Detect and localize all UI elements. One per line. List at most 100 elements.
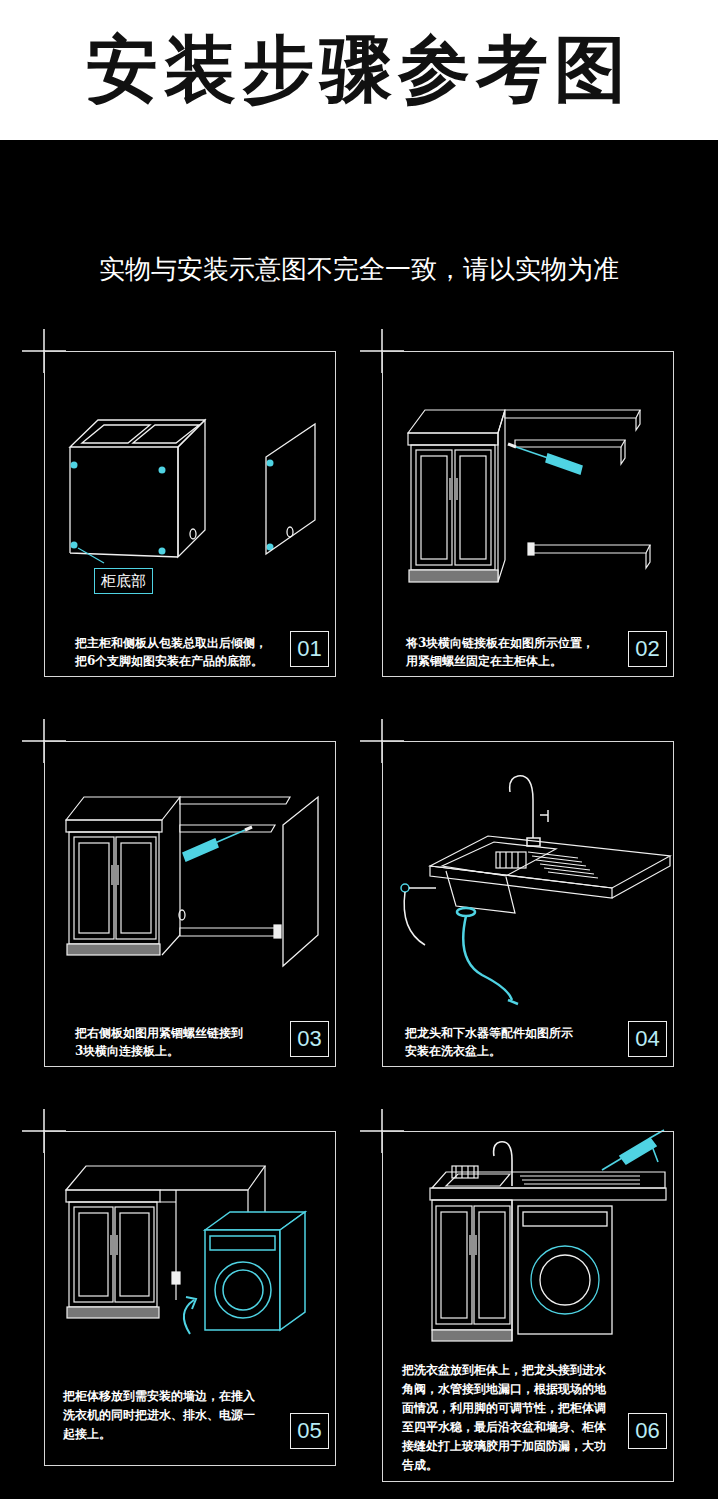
washing-machine (540, 1255, 590, 1305)
cabinet-front-sketch (66, 820, 162, 832)
washing-machine (280, 1212, 305, 1330)
cabinet-front-sketch (411, 445, 495, 570)
cabinet-frame-sketch (66, 1190, 160, 1202)
drain-hose (463, 916, 512, 1000)
connecting-board (646, 545, 650, 568)
cabinet-front-sketch (498, 410, 505, 582)
assembled-unit (474, 1206, 510, 1324)
screwdriver (546, 454, 582, 474)
drain-hose (457, 908, 475, 916)
assembled-unit (441, 1212, 467, 1318)
step-number: 05 (297, 1418, 321, 1444)
step-number: 06 (635, 1418, 659, 1444)
washing-machine (210, 1236, 275, 1250)
cabinet-front-sketch (408, 433, 498, 445)
cabinet-front-sketch (455, 450, 491, 565)
washing-machine (523, 1212, 607, 1226)
step-caption: 把右侧板如图用紧锢螺丝链接到 3块横向连接板上。 (75, 1024, 245, 1060)
foot-point (159, 548, 166, 555)
step-caption: 把柜体移放到需安装的墙边，在推入 洗衣机的同时把进水、排水、电源一 起接上。 (63, 1387, 257, 1444)
cabinet-front-sketch (121, 843, 151, 933)
connecting-board (180, 797, 290, 804)
cabinet-front-sketch (79, 843, 109, 933)
step-number-box: 01 (290, 631, 329, 667)
washing-machine (518, 1206, 612, 1334)
cabinet-front-sketch (460, 456, 486, 559)
washing-machine (223, 1270, 263, 1310)
caulk-gun (602, 1158, 622, 1170)
foot-point (159, 467, 166, 474)
cabinet-sketch (70, 420, 205, 447)
sink-top-sketch (430, 836, 670, 913)
step-number-box: 06 (628, 1413, 667, 1449)
cabinet-front-sketch (408, 410, 505, 582)
crosshair (22, 329, 404, 1153)
screwdriver (183, 827, 252, 861)
inlet-hose (401, 884, 409, 892)
cabinet-front-sketch (74, 837, 114, 939)
connecting-board (528, 543, 534, 555)
cabinet-front-sketch (416, 450, 452, 565)
step-number-box: 02 (628, 631, 667, 667)
assembled-unit (430, 1188, 666, 1200)
screwdriver (508, 444, 516, 447)
screwdriver (516, 447, 548, 458)
step-number-box: 03 (290, 1021, 329, 1057)
assembled-unit (432, 1172, 665, 1188)
cabinet-front-sketch (112, 865, 118, 885)
step-number: 01 (297, 636, 321, 662)
move-arrow (184, 1300, 194, 1334)
side-panel-sketch (179, 910, 185, 920)
cabinet-front-sketch (66, 797, 180, 955)
sink-top-sketch (496, 852, 526, 868)
washing-machine (531, 1246, 599, 1314)
washing-machine (205, 1212, 305, 1330)
caulk-gun (620, 1138, 656, 1164)
cabinet-front-sketch (421, 456, 447, 559)
cabinet-frame-sketch (69, 1202, 157, 1307)
assembled-unit (520, 1176, 640, 1184)
cabinet-front-sketch (408, 410, 505, 433)
assembled-unit (511, 1200, 512, 1341)
move-arrow (186, 1297, 196, 1309)
cabinet-front-sketch (450, 478, 457, 500)
caulk-gun (650, 1130, 664, 1162)
assembled-unit (479, 1212, 505, 1318)
step-caption: 把主柜和侧板从包装总取出后倾侧， 把6个支脚如图安装在产品的底部。 (75, 634, 269, 670)
cabinet-sketch (190, 529, 196, 539)
side-panel-sketch (287, 527, 293, 537)
side-panel-sketch (179, 797, 318, 966)
cabinet-sketch (133, 425, 199, 443)
assembled-unit (456, 1166, 474, 1178)
connecting-board (515, 440, 625, 447)
faucet (494, 1142, 512, 1186)
cabinet-frame-sketch (115, 1207, 154, 1302)
step-panel: 把右侧板如图用紧锢螺丝链接到 3块横向连接板上。 03 (44, 741, 336, 1067)
foot-point (71, 460, 274, 555)
connecting-board (530, 545, 650, 553)
note-text: 实物与安装示意图不完全一致，请以实物为准 (0, 252, 718, 287)
step-caption: 把龙头和下水器等配件如图所示 安装在洗衣盆上。 (405, 1024, 575, 1060)
screwdriver (245, 827, 252, 830)
connecting-board (180, 825, 275, 832)
foot-point (71, 462, 78, 469)
cabinet-frame-sketch (66, 1166, 265, 1190)
cabinet-frame-sketch (111, 1235, 117, 1255)
side-panel-sketch (266, 424, 315, 554)
faucet (510, 776, 533, 838)
sink-top-sketch (446, 871, 515, 913)
cabinet-front-sketch (67, 944, 160, 955)
step-number: 03 (297, 1026, 321, 1052)
foot-point (267, 460, 274, 467)
cabinet-front-sketch (66, 797, 180, 820)
assembled-unit (452, 1166, 478, 1178)
step-panel: 把龙头和下水器等配件如图所示 安装在洗衣盆上。04 (382, 741, 674, 1067)
cabinet-frame-sketch (67, 1307, 159, 1318)
connecting-board (505, 410, 640, 418)
cabinet-front-sketch (116, 837, 156, 939)
connecting-board (180, 797, 290, 938)
connecting-board (621, 440, 625, 464)
page-title: 安装步骤参考图 (0, 0, 718, 140)
cabinet-front-sketch (162, 797, 180, 955)
sink-top-sketch (442, 842, 556, 876)
